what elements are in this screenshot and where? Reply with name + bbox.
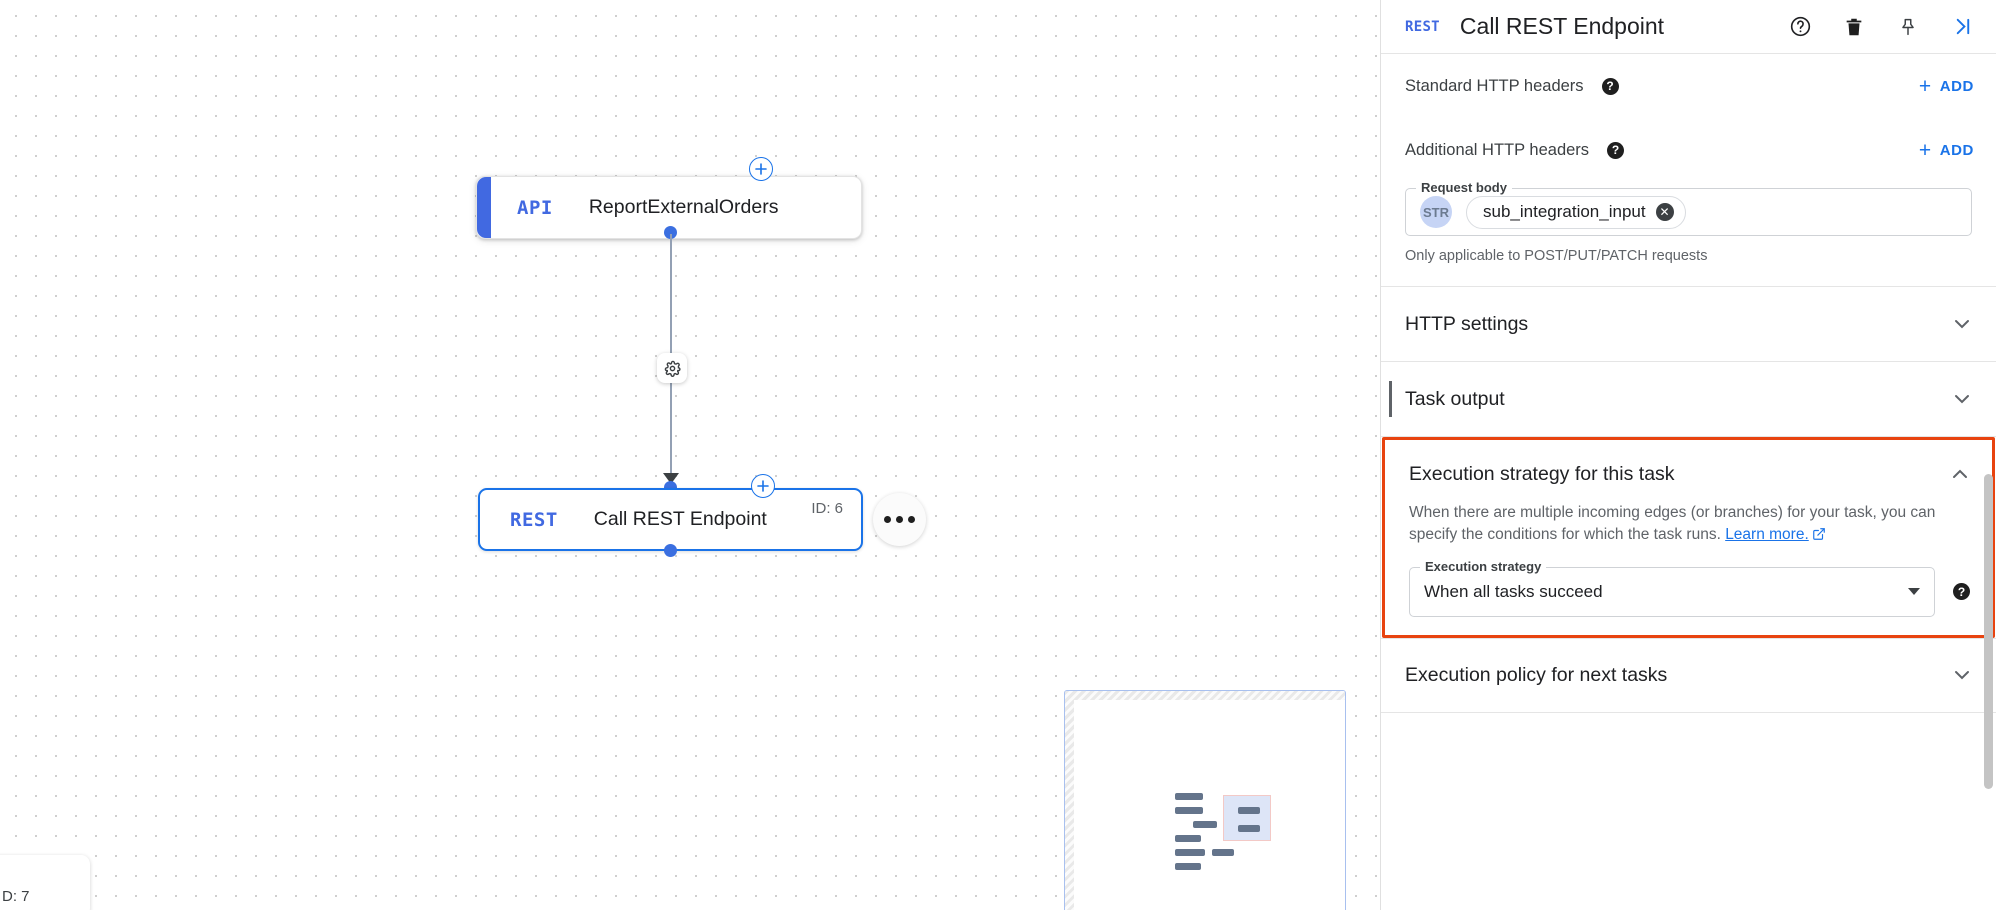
divider bbox=[1381, 286, 1996, 287]
add-standard-header-label: ADD bbox=[1939, 77, 1974, 95]
node-type-badge: REST bbox=[510, 508, 558, 531]
canvas-overlay-panel bbox=[1064, 690, 1346, 910]
external-link-icon[interactable] bbox=[1812, 526, 1826, 548]
add-additional-header-label: ADD bbox=[1939, 141, 1974, 159]
execution-strategy-header[interactable]: Execution strategy for this task bbox=[1385, 440, 1992, 494]
node-type-badge: API bbox=[517, 196, 553, 219]
help-filled-icon[interactable]: ? bbox=[1953, 583, 1970, 601]
request-body-variable-label: sub_integration_input bbox=[1483, 202, 1646, 221]
execution-strategy-field-wrap: Execution strategy When all tasks succee… bbox=[1385, 549, 1992, 617]
task-config-panel: REST Call REST Endpoint bbox=[1380, 0, 1996, 910]
section-execution-policy[interactable]: Execution policy for next tasks bbox=[1381, 637, 1996, 713]
trash-icon[interactable] bbox=[1842, 15, 1866, 39]
execution-strategy-legend: Execution strategy bbox=[1420, 558, 1547, 574]
request-body-legend: Request body bbox=[1416, 180, 1512, 195]
learn-more-link[interactable]: Learn more. bbox=[1725, 526, 1809, 544]
panel-hatch-top bbox=[1065, 691, 1345, 700]
execution-strategy-value: When all tasks succeed bbox=[1424, 581, 1603, 601]
node-accent-bar bbox=[477, 177, 491, 238]
execution-strategy-title: Execution strategy for this task bbox=[1409, 462, 1675, 485]
plus-icon: + bbox=[1918, 74, 1932, 98]
offscreen-node-card[interactable] bbox=[0, 855, 90, 910]
standard-http-headers-row: Standard HTTP headers ? + ADD bbox=[1381, 54, 1996, 118]
panel-body: Standard HTTP headers ? + ADD Additional… bbox=[1381, 54, 1996, 910]
request-body-field-wrap: Request body STR sub_integration_input ✕ bbox=[1381, 180, 1996, 236]
more-horizontal-icon[interactable] bbox=[873, 493, 926, 546]
execution-strategy-description: When there are multiple incoming edges (… bbox=[1385, 494, 1992, 549]
panel-scrollbar[interactable] bbox=[1984, 474, 1993, 789]
node-title: Call REST Endpoint bbox=[593, 508, 767, 530]
help-filled-icon[interactable]: ? bbox=[1607, 141, 1625, 159]
add-node-after-api-icon[interactable] bbox=[749, 157, 773, 181]
help-circle-icon[interactable] bbox=[1788, 15, 1812, 39]
request-body-variable-chip[interactable]: sub_integration_input ✕ bbox=[1466, 195, 1686, 229]
node-output-port[interactable] bbox=[664, 544, 677, 557]
value-type-badge: STR bbox=[1420, 196, 1452, 228]
execution-strategy-description-text: When there are multiple incoming edges (… bbox=[1409, 504, 1936, 544]
node-id-label: ID: 6 bbox=[811, 500, 843, 517]
collapse-right-icon[interactable] bbox=[1950, 15, 1974, 39]
additional-http-headers-row: Additional HTTP headers ? + ADD bbox=[1381, 118, 1996, 182]
node-call-rest-endpoint[interactable]: REST Call REST Endpoint ID: 6 bbox=[478, 488, 863, 551]
chevron-down-icon[interactable] bbox=[1950, 387, 1974, 411]
chevron-down-icon[interactable] bbox=[1950, 312, 1974, 336]
standard-http-headers-label: Standard HTTP headers bbox=[1405, 76, 1584, 95]
pin-icon[interactable] bbox=[1896, 15, 1920, 39]
execution-strategy-select[interactable]: Execution strategy When all tasks succee… bbox=[1409, 558, 1935, 617]
offscreen-node-id: D: 7 bbox=[2, 888, 30, 905]
request-body-field[interactable]: Request body STR sub_integration_input ✕ bbox=[1405, 180, 1972, 236]
section-accent-bar bbox=[1389, 381, 1392, 417]
section-http-settings[interactable]: HTTP settings bbox=[1381, 287, 1996, 362]
additional-http-headers-label: Additional HTTP headers bbox=[1405, 140, 1590, 159]
section-execution-policy-title: Execution policy for next tasks bbox=[1405, 663, 1668, 686]
request-body-helper-text: Only applicable to POST/PUT/PATCH reques… bbox=[1405, 248, 1708, 264]
section-execution-strategy: Execution strategy for this task When th… bbox=[1382, 437, 1995, 638]
workflow-canvas[interactable]: API ReportExternalOrders REST Call REST … bbox=[0, 0, 1380, 910]
plus-icon: + bbox=[1918, 138, 1932, 162]
section-http-settings-title: HTTP settings bbox=[1405, 312, 1529, 335]
add-node-after-rest-icon[interactable] bbox=[751, 474, 775, 498]
panel-header-actions bbox=[1788, 15, 1974, 39]
panel-hatch-left bbox=[1065, 691, 1074, 910]
section-task-output-title: Task output bbox=[1405, 387, 1505, 410]
add-additional-header-button[interactable]: + ADD bbox=[1919, 140, 1974, 161]
chevron-down-icon[interactable] bbox=[1908, 588, 1920, 596]
chevron-up-icon[interactable] bbox=[1948, 462, 1972, 486]
page-title: Call REST Endpoint bbox=[1459, 13, 1665, 39]
clear-circle-icon[interactable]: ✕ bbox=[1655, 203, 1674, 221]
panel-type-badge: REST bbox=[1405, 18, 1440, 35]
add-standard-header-button[interactable]: + ADD bbox=[1919, 76, 1974, 97]
edge-arrowhead bbox=[663, 473, 679, 484]
help-filled-icon[interactable]: ? bbox=[1601, 77, 1619, 95]
chevron-down-icon[interactable] bbox=[1950, 663, 1974, 687]
section-task-output[interactable]: Task output bbox=[1381, 362, 1996, 437]
node-title: ReportExternalOrders bbox=[588, 196, 779, 218]
gear-icon[interactable] bbox=[657, 353, 687, 383]
panel-header: REST Call REST Endpoint bbox=[1381, 0, 1996, 54]
node-output-port[interactable] bbox=[664, 226, 677, 239]
